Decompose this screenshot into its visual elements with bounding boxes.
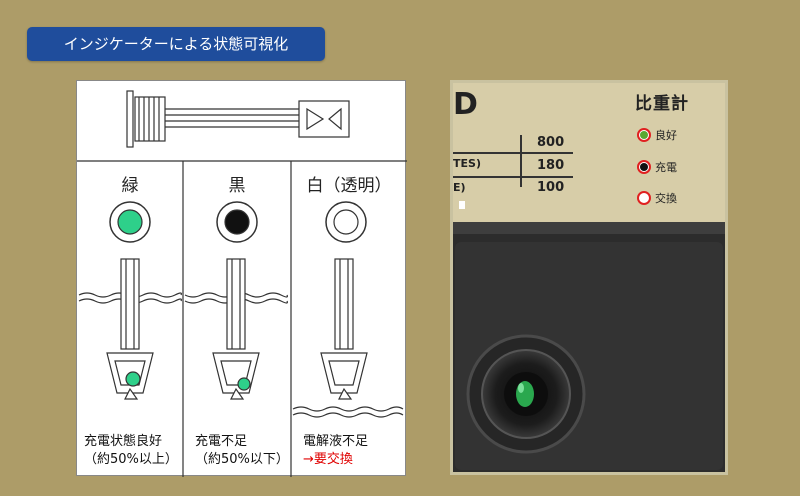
- probe-black: [184, 258, 288, 400]
- sg-item-good: 良好: [637, 127, 677, 143]
- banner-title: インジケーターによる状態可視化: [63, 35, 289, 53]
- indicator-device-drawing: [126, 90, 350, 148]
- indicator-window: [466, 334, 586, 454]
- column-label-green: 緑: [121, 176, 139, 196]
- indicator-circle-black: [216, 201, 258, 243]
- indicator-circle-white: [325, 201, 367, 243]
- green-dot-icon: [637, 128, 651, 142]
- probe-green: [78, 258, 182, 400]
- title-banner: インジケーターによる状態可視化: [27, 27, 325, 61]
- plate-partial-label-2: E): [453, 181, 466, 194]
- plate-number-2: 180: [537, 158, 565, 173]
- caption-white: 電解液不足 →要交換: [303, 434, 369, 467]
- black-dot-icon: [637, 160, 651, 174]
- indicator-diagram: [77, 90, 407, 477]
- specific-gravity-title: 比重計: [635, 94, 689, 114]
- probe-white: [292, 258, 404, 418]
- column-label-white: 白（透明）: [306, 176, 392, 196]
- column-label-black: 黒: [228, 176, 246, 196]
- battery-label-plate: D TES) E) 800 180 100 比重計 良好 充電 交換: [453, 83, 725, 222]
- plate-partial-label-1: TES): [453, 157, 481, 170]
- caption-green: 充電状態良好 （約50%以上）: [84, 434, 178, 467]
- indicator-diagram-panel: 緑 黒 白（透明） 充電状態良好 （約50%以上） 充電不足 （約50%以下） …: [76, 80, 407, 477]
- white-dot-icon: [637, 191, 651, 205]
- indicator-circle-green: [109, 201, 151, 243]
- plate-partial-letter: D: [453, 87, 478, 122]
- plate-lines: [453, 135, 573, 209]
- caption-black: 充電不足 （約50%以下）: [195, 434, 289, 467]
- sg-item-replace: 交換: [637, 190, 677, 206]
- plate-number-3: 100: [537, 180, 565, 195]
- sg-item-charge: 充電: [637, 159, 677, 175]
- battery-photo-panel: D TES) E) 800 180 100 比重計 良好 充電 交換: [450, 80, 728, 475]
- plate-number-1: 800: [537, 135, 565, 150]
- battery-case: [453, 222, 725, 472]
